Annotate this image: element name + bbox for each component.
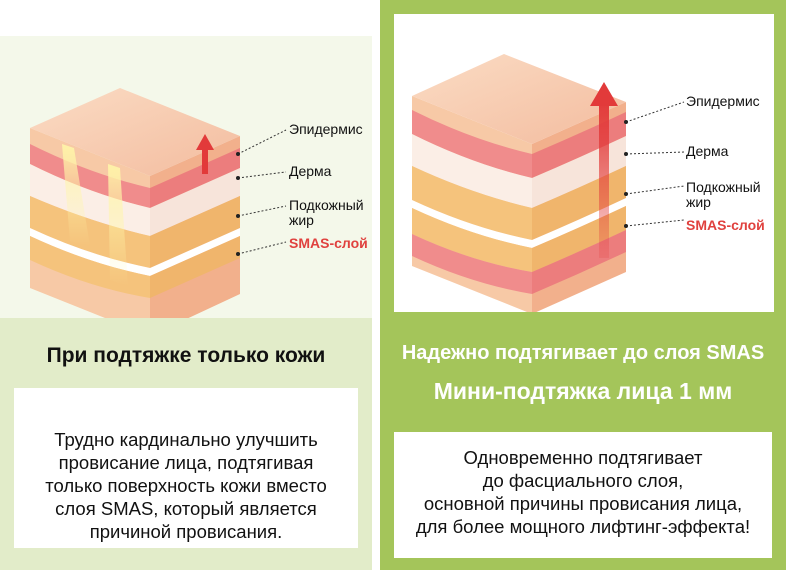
- right-illustration-area: Эпидермис Дерма Подкожный жир SMAS-слой: [394, 14, 774, 312]
- right-label-epidermis: Эпидермис: [686, 93, 760, 109]
- right-cube-top: [412, 54, 626, 144]
- right-description-line: для более мощного лифтинг-эффекта!: [415, 516, 751, 537]
- left-label-dermis: Дерма: [289, 163, 332, 179]
- right-leader-lines: [625, 101, 685, 227]
- right-label-smas: SMAS-слой: [686, 217, 765, 233]
- left-beam: [62, 144, 90, 246]
- left-illustration-area: Эпидермис Дерма Подкожный жир SMAS-слой: [0, 36, 372, 318]
- left-beam: [108, 164, 128, 286]
- left-description-box: Трудно кардинально улучшить провисание л…: [14, 388, 358, 548]
- left-description-line: слоя SMAS, который является: [55, 498, 317, 519]
- right-lift-arrow-icon: [590, 82, 618, 258]
- right-label-subcutaneous-line2: жир: [686, 194, 711, 210]
- left-leader-dots: [236, 152, 240, 256]
- left-description-line: причиной провисания.: [89, 521, 283, 542]
- left-cube-side: [150, 136, 240, 318]
- right-heading: Надежно подтягивает до слоя SMAS: [401, 342, 765, 364]
- left-description-line: провисание лица, подтягивая: [58, 452, 314, 473]
- right-skin-diagram: [412, 54, 685, 312]
- left-label-epidermis: Эпидермис: [289, 121, 363, 137]
- left-leader-lines: [237, 129, 287, 255]
- left-label-subcutaneous: Подкожный жир: [289, 198, 364, 228]
- right-label-subcutaneous: Подкожный жир: [686, 180, 761, 210]
- right-description-line: до фасциального слоя,: [482, 470, 684, 491]
- left-label-subcutaneous-line1: Подкожный: [289, 197, 364, 213]
- left-cube-top: [30, 88, 240, 176]
- left-description-line: только поверхность кожи вместо: [45, 475, 327, 496]
- right-cube-front: [412, 96, 532, 312]
- left-description-line: Трудно кардинально улучшить: [54, 429, 318, 450]
- right-label-dermis: Дерма: [686, 143, 729, 159]
- left-skin-diagram: [30, 88, 287, 318]
- right-leader-dots: [624, 120, 628, 228]
- right-description-box: Одновременно подтягивает до фасциального…: [394, 432, 772, 558]
- right-description-line: Одновременно подтягивает: [463, 447, 703, 468]
- right-panel: Эпидермис Дерма Подкожный жир SMAS-слой …: [380, 0, 786, 570]
- right-label-subcutaneous-line1: Подкожный: [686, 179, 761, 195]
- right-description-line: основной причины провисания лица,: [423, 493, 743, 514]
- right-subheading: Мини-подтяжка лица 1 мм: [433, 378, 733, 404]
- left-heading: При подтяжке только кожи: [46, 344, 326, 367]
- left-label-subcutaneous-line2: жир: [289, 212, 314, 228]
- left-panel: Эпидермис Дерма Подкожный жир SMAS-слой …: [0, 36, 372, 570]
- left-lift-arrow-icon: [196, 134, 214, 174]
- left-label-smas: SMAS-слой: [289, 235, 368, 251]
